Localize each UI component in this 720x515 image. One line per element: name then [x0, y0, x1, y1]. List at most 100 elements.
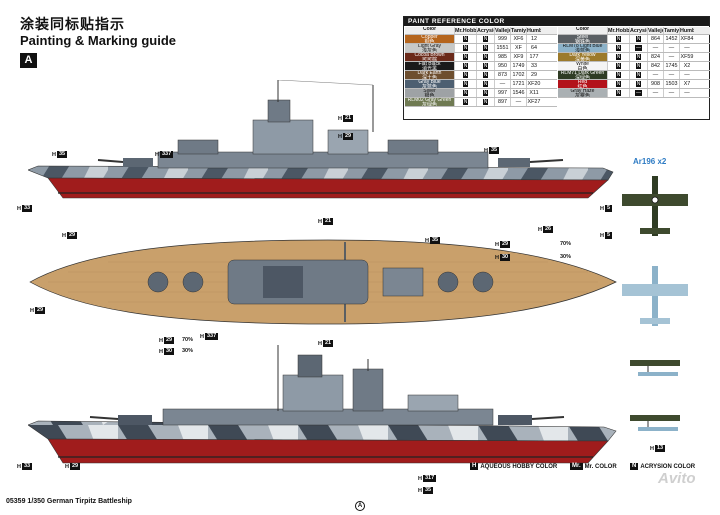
tamiya-code: 1452: [664, 35, 680, 43]
mrhobby-code: N: [455, 53, 477, 61]
mrhobby-code: N: [455, 44, 477, 52]
mrhobby-code: N: [455, 98, 477, 106]
paint-reference-left-column: Color Mr.Hobby Acrysion Vallejo Tamiya H…: [405, 27, 557, 107]
vallejo-code: —: [648, 44, 664, 52]
acrysion-code: N: [477, 53, 495, 61]
color-name: Dark Yellow: [569, 53, 596, 59]
humbrol-code: X11: [529, 90, 539, 96]
col-header-humbrol: Humbrol: [680, 28, 694, 34]
legend-aqueous-code: H: [470, 463, 479, 470]
color-name-cn: 银色: [424, 92, 435, 97]
aircraft-top-view: [620, 172, 695, 242]
vallejo-code: —: [648, 89, 664, 97]
section-badge: A: [20, 53, 37, 68]
aircraft-bottom-view: [620, 262, 695, 332]
humbrol-code: 33: [531, 63, 537, 69]
vallejo-code: 950: [495, 62, 511, 70]
aircraft-side-view-1: [628, 350, 688, 385]
vallejo-code: 908: [648, 80, 664, 88]
footer-code: 05359: [6, 498, 26, 505]
col-header-mrhobby: Mr.Hobby: [608, 27, 630, 34]
footer-title: 1/350 German Tirpitz Battleship: [27, 498, 132, 505]
acrysion-code: N: [477, 98, 495, 106]
mrhobby-code: N: [455, 89, 477, 97]
color-name-cn: 灰蓝色: [421, 83, 437, 88]
mrhobby-code: N: [455, 80, 477, 88]
color-name: Gray Blue: [418, 80, 441, 86]
legend-mr-code: Mr.: [570, 463, 583, 470]
aircraft-side-view-2: [628, 405, 688, 440]
mrhobby-code: N: [608, 71, 630, 79]
acrysion-code: N: [477, 89, 495, 97]
color-name: Silver: [423, 89, 436, 95]
tamiya-code: —: [664, 71, 680, 79]
color-name: RLM71 Dark Green: [560, 71, 605, 77]
vallejo-code: 864: [648, 35, 664, 43]
humbrol-code: XF59: [680, 54, 694, 60]
vallejo-code: 842: [648, 62, 664, 70]
ship-deck-view: [28, 232, 618, 332]
acrysion-code: N: [477, 80, 495, 88]
acrysion-code: —: [630, 89, 648, 97]
col-header-acrysion: Acrysion: [477, 27, 495, 34]
color-name-cn: 灰绿色: [421, 101, 437, 106]
legend-acrysion-label: ACRYSION COLOR: [640, 463, 696, 470]
col-header-vallejo: Vallejo: [495, 27, 511, 34]
color-name: RLM78 Light Blue: [562, 44, 603, 50]
color-name: Copper: [421, 35, 438, 41]
vallejo-code: 985: [495, 53, 511, 61]
tamiya-code: 1503: [664, 80, 680, 88]
color-name: RLM02 Gray Green: [407, 98, 452, 104]
humbrol-code: 12: [531, 36, 537, 42]
footer-caption: 05359 1/350 German Tirpitz Battleship: [6, 498, 132, 505]
legend-aqueous: H AQUEOUS HOBBY COLOR: [470, 463, 557, 470]
vallejo-code: 1551: [495, 44, 511, 52]
table-header-row: Color Mr.Hobby Acrysion Vallejo Tamiya H…: [558, 27, 710, 35]
color-name-cn: 深绿色: [574, 74, 590, 79]
humbrol-code: —: [684, 90, 690, 96]
color-name: White: [576, 62, 589, 68]
color-name-cn: 消光黑: [421, 65, 437, 70]
ship-side-view-top: [28, 80, 618, 215]
page-title-cn: 涂装同标贴指示: [20, 17, 125, 33]
color-name: Flat Black: [418, 62, 441, 68]
mrhobby-code: N: [608, 44, 630, 52]
vallejo-code: 824: [648, 53, 664, 61]
acrysion-code: N: [630, 53, 648, 61]
tamiya-code: XF6: [511, 35, 527, 43]
hull-waterline: [47, 438, 609, 464]
tamiya-code: —: [664, 53, 680, 61]
tamiya-code: 1702: [511, 71, 527, 79]
vallejo-code: 997: [495, 89, 511, 97]
humbrol-code: —: [684, 45, 690, 51]
paint-reference-table: PAINT REFERENCE COLOR Color Mr.Hobby Acr…: [403, 16, 710, 120]
mrhobby-code: N: [608, 80, 630, 88]
mrhobby-code: N: [455, 62, 477, 70]
